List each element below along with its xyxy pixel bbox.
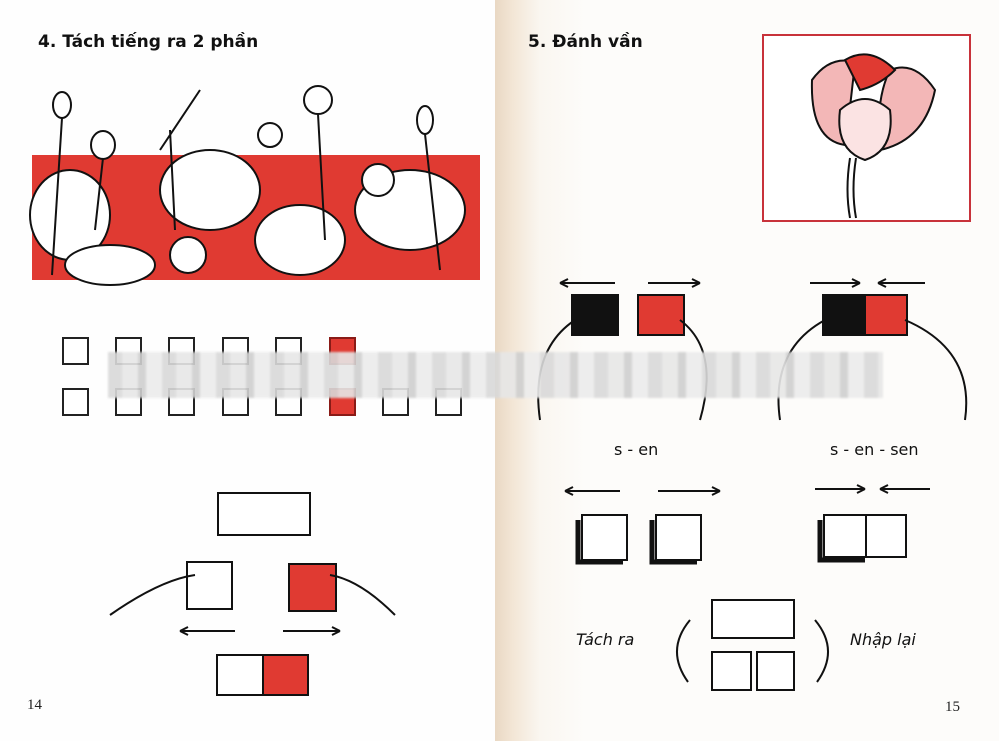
lotus-flower-picture xyxy=(762,34,971,222)
lotus-pond-illustration xyxy=(29,85,480,286)
cube-lower-illustration xyxy=(564,484,930,691)
cube-merge-illustration xyxy=(777,278,968,421)
exercise-5-title: 5. Đánh vần xyxy=(528,32,643,52)
syllable-box xyxy=(62,337,89,365)
merge-label: Nhập lại xyxy=(850,630,916,649)
pixelated-redaction xyxy=(108,352,883,398)
spelling-s-en-sen: s - en - sen xyxy=(830,440,919,459)
syllable-box xyxy=(62,388,89,416)
spelling-s-en: s - en xyxy=(614,440,659,459)
cube-split-illustration xyxy=(537,278,708,421)
page-number-right: 15 xyxy=(945,699,960,715)
exercise-4-title: 4. Tách tiếng ra 2 phần xyxy=(38,32,259,52)
split-label: Tách ra xyxy=(576,630,635,649)
page-number-left: 14 xyxy=(27,697,42,713)
left-cube-illustration xyxy=(109,492,396,696)
